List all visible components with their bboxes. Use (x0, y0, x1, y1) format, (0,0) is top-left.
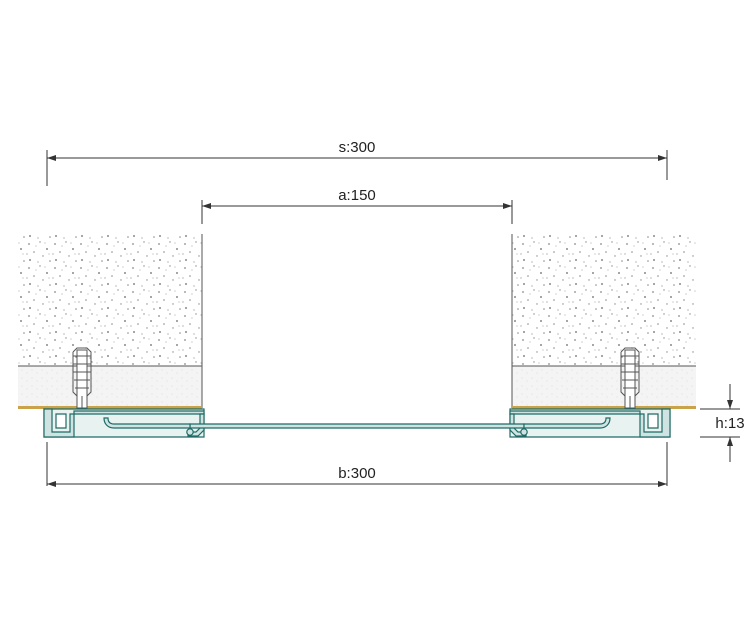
cover-plate (103, 417, 611, 436)
right-concrete-block (511, 234, 696, 409)
right-base-profile (509, 408, 671, 438)
dimension-s-label: s:300 (339, 139, 376, 156)
dimension-h-label: h:13 (715, 415, 744, 432)
left-concrete-block (18, 234, 203, 409)
left-anchor-dowel (72, 347, 92, 409)
dimension-b: b:300 (46, 442, 668, 487)
dimension-s: s:300 (46, 139, 668, 186)
dimension-b-label: b:300 (338, 465, 376, 482)
right-anchor-dowel (620, 347, 640, 409)
left-base-profile (43, 408, 205, 438)
dimension-h: h:13 (700, 384, 745, 462)
dimension-a: a:150 (201, 187, 513, 224)
dimension-a-label: a:150 (338, 187, 376, 204)
